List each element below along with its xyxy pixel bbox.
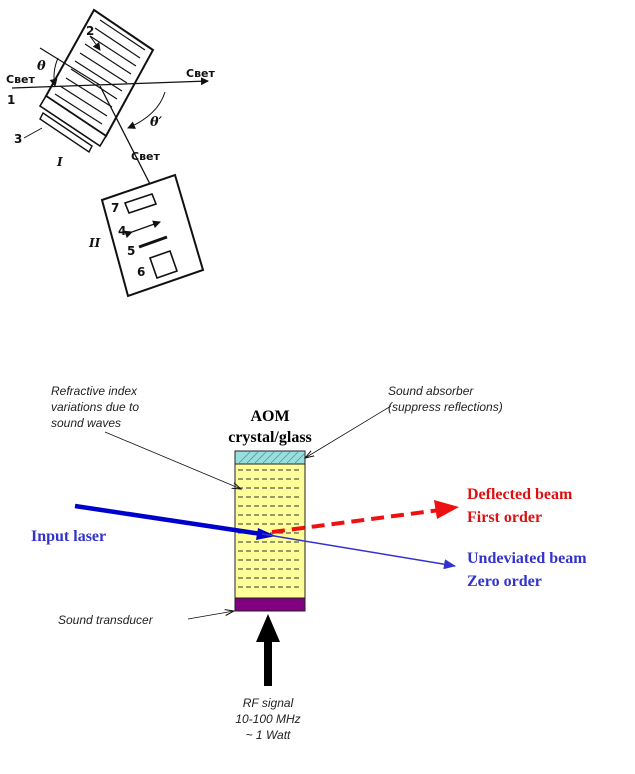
light-label-bottom: Свет (131, 150, 160, 163)
deflected-label-2: First order (467, 509, 542, 526)
roman-1-label: I (56, 155, 63, 169)
undeviated-label-1: Undeviated beam (467, 550, 587, 567)
light-beam-down (99, 85, 153, 189)
aom-title-2: crystal/glass (228, 429, 312, 446)
theta-prime-label: θ′ (150, 115, 163, 130)
label-6: 6 (137, 265, 145, 279)
undeviated-label-2: Zero order (467, 573, 542, 590)
label-4: 4 (118, 224, 126, 238)
absorber-note-2: (suppress reflections) (388, 400, 503, 414)
rf-note-2: 10-100 MHz (235, 712, 300, 726)
crystal-block (44, 8, 155, 138)
aom-diagram: AOM crystal/glass Refractive index varia… (31, 384, 587, 742)
absorber-note-1: Sound absorber (388, 384, 474, 398)
transducer-block (38, 94, 108, 148)
zero-order-beam (261, 533, 456, 570)
refractive-note-2: variations due to (51, 400, 139, 414)
acousto-optic-schematic: Свет Свет Свет θ θ′ 2 1 3 I 7 4 5 6 II (6, 8, 215, 298)
sound-transducer (234, 597, 306, 612)
rf-note-1: RF signal (243, 696, 294, 710)
light-label-left: Свет (6, 73, 35, 86)
light-beam-horizontal (11, 77, 209, 89)
label-3: 3 (14, 132, 22, 146)
light-label-right: Свет (186, 67, 215, 80)
label-2: 2 (86, 24, 94, 38)
refractive-note-1: Refractive index (51, 384, 138, 398)
deflected-label-1: Deflected beam (467, 486, 573, 503)
first-order-beam (271, 508, 441, 534)
refractive-note-3: sound waves (51, 416, 121, 430)
label-1: 1 (7, 93, 15, 107)
input-laser-label: Input laser (31, 528, 106, 545)
sound-absorber (234, 450, 306, 465)
rf-signal-arrow (256, 614, 280, 642)
detector-device: 7 4 5 6 II (88, 173, 205, 298)
rf-note-3: ~ 1 Watt (246, 728, 291, 742)
roman-2-label: II (88, 236, 101, 250)
transducer-note: Sound transducer (58, 613, 154, 627)
label-5: 5 (127, 244, 135, 258)
input-laser-beam (74, 503, 269, 538)
aom-title-1: AOM (250, 408, 289, 425)
label-7: 7 (111, 201, 119, 215)
theta-label: θ (37, 59, 46, 74)
